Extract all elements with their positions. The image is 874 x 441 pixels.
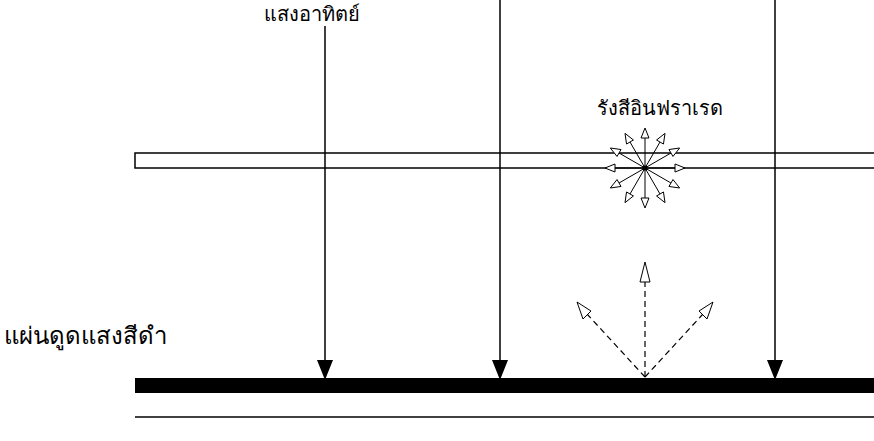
open-arrow-head: [610, 148, 621, 156]
arrow-head: [317, 360, 333, 380]
burst-ray: [645, 138, 646, 168]
absorber-plate: [135, 378, 874, 393]
open-arrow-head: [625, 133, 633, 144]
burst-ray: [630, 142, 645, 168]
open-arrow-head: [577, 302, 591, 319]
open-arrow-head: [675, 164, 685, 172]
infrared-label: รังสีอินฟราเรด: [597, 96, 723, 120]
burst-ray: [645, 168, 675, 169]
open-arrow-head: [657, 192, 665, 203]
open-arrow-head: [605, 164, 615, 172]
burst-center: [643, 166, 648, 171]
burst-ray: [645, 168, 646, 198]
burst-ray: [645, 153, 671, 168]
burst-ray: [645, 168, 660, 194]
arrow-head: [767, 360, 783, 380]
burst-ray: [615, 168, 645, 169]
open-arrow-head: [640, 262, 650, 282]
sun-ray: [774, 0, 776, 362]
sun-ray: [499, 0, 501, 362]
open-arrow-head: [610, 180, 621, 188]
open-arrow-head: [669, 148, 680, 156]
sunlight-label: แสงอาทิตย์: [261, 2, 363, 26]
infrared-dashed-ray: [644, 282, 645, 377]
infrared-burst: [605, 128, 685, 208]
open-arrow-head: [699, 302, 713, 319]
sun-ray: [324, 26, 326, 362]
burst-ray: [619, 168, 645, 183]
open-arrow-head: [669, 180, 680, 188]
glass-cover: [135, 153, 874, 168]
open-arrow-head: [625, 192, 633, 203]
arrow-head: [492, 360, 508, 380]
absorber-label: แผ่นดูดแสงสีดำ: [4, 322, 167, 351]
infrared-dashed-ray: [645, 314, 703, 377]
open-arrow-head: [657, 133, 665, 144]
infrared-dashed-ray: [587, 314, 645, 377]
open-arrow-head: [641, 198, 649, 208]
base-line: [135, 416, 874, 418]
open-arrow-head: [641, 128, 649, 138]
